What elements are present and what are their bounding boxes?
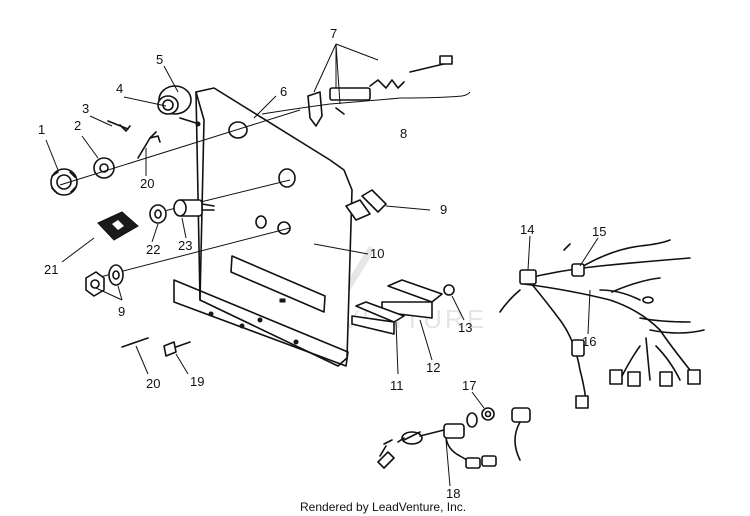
callout-10: 10: [370, 246, 384, 261]
mounting-bracket: [351, 279, 443, 335]
callout-3: 3: [82, 101, 89, 116]
lock-washer: [93, 157, 115, 179]
latch-assembly: [307, 55, 453, 127]
callout-19: 19: [190, 374, 204, 389]
stud: [179, 117, 201, 127]
callout-9-right: 9: [440, 202, 447, 217]
callout-14: 14: [520, 222, 534, 237]
wiring-harness: [499, 239, 705, 409]
callout-23: 23: [178, 238, 192, 253]
dash-panel: [173, 87, 353, 367]
key-switch-plate: [97, 211, 139, 241]
axis-line-meter: [59, 109, 301, 186]
callout-20-lower: 20: [146, 376, 160, 391]
callout-21: 21: [44, 262, 58, 277]
callout-12: 12: [426, 360, 440, 375]
toggle-switch: [345, 189, 431, 221]
bolt: [163, 341, 191, 357]
callout-16: 16: [582, 334, 596, 349]
callout-15: 15: [592, 224, 606, 239]
callout-7: 7: [330, 26, 337, 41]
callout-labels: 1 2 3 4 5 6 7 8 9 9 10 11 12 13 14 15 16…: [38, 26, 606, 501]
leader-lines: [45, 43, 599, 487]
callout-13: 13: [458, 320, 472, 335]
footer-credit: Rendered by LeadVenture, Inc.: [300, 500, 466, 514]
callout-9-left: 9: [118, 304, 125, 319]
screw-small: [107, 120, 131, 132]
nut-washer-left: [85, 264, 124, 297]
callout-22: 22: [146, 242, 160, 257]
callout-17: 17: [462, 378, 476, 393]
callout-1: 1: [38, 122, 45, 137]
meter-housing: [157, 85, 192, 115]
ignition-switch: [149, 199, 215, 224]
callout-20-upper: 20: [140, 176, 154, 191]
callout-2: 2: [74, 118, 81, 133]
callout-4: 4: [116, 81, 123, 96]
axis-line-lower: [99, 227, 291, 278]
assembly-brace: [261, 91, 471, 115]
callout-11: 11: [390, 378, 404, 393]
callout-18: 18: [446, 486, 460, 501]
wire-clip-upper: [137, 131, 161, 159]
hex-nut: [443, 284, 455, 296]
callout-5: 5: [156, 52, 163, 67]
wire-clip-lower: [121, 337, 149, 348]
socket-assembly: [377, 407, 531, 469]
bezel-nut: [50, 168, 78, 196]
callout-6: 6: [280, 84, 287, 99]
callout-8: 8: [400, 126, 407, 141]
